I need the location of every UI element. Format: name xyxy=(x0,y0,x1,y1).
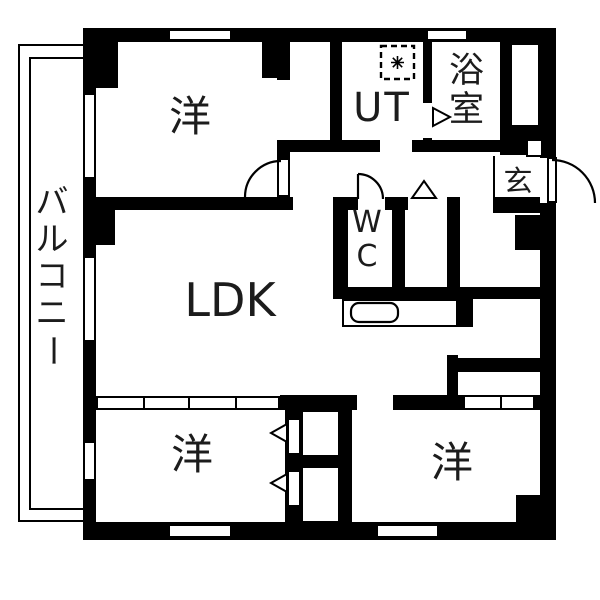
room-label-bathroom: 浴室 xyxy=(448,51,484,131)
door-leaf xyxy=(277,158,290,197)
wall-segment xyxy=(330,28,342,152)
wall-wc-closet-divider xyxy=(392,208,405,299)
wall-closet-right xyxy=(447,210,460,299)
kitchen-counter xyxy=(342,299,458,327)
door-swing-arc-entrance xyxy=(551,158,597,204)
closet-door-panel xyxy=(287,418,301,455)
closet-cell xyxy=(303,412,338,455)
window xyxy=(85,95,94,177)
room-label-western-bottom-right: 洋 xyxy=(430,438,473,487)
wall-right xyxy=(540,28,556,540)
sliding-panel xyxy=(237,398,278,408)
wall-hall-top-left xyxy=(277,140,380,152)
door-swing-arc-wc xyxy=(356,172,385,200)
balcony-label: バルコニー xyxy=(33,182,73,367)
room-label-western-top: 洋 xyxy=(168,92,211,141)
closet-door-panel xyxy=(287,470,301,507)
sliding-panel xyxy=(465,397,500,408)
sliding-panel xyxy=(145,398,188,408)
wall-hall-top-right xyxy=(412,140,543,152)
window xyxy=(378,526,437,536)
window xyxy=(428,31,466,39)
wall-segment xyxy=(447,197,460,210)
washing-machine-icon xyxy=(379,44,416,81)
window xyxy=(170,526,230,536)
window xyxy=(170,31,230,39)
wall-corner-tl xyxy=(83,28,118,88)
entrance-step xyxy=(526,139,543,157)
window xyxy=(85,443,94,479)
wall-hall-bottom xyxy=(83,197,293,210)
pipe-space xyxy=(512,45,538,125)
wall-segment xyxy=(423,28,432,103)
window xyxy=(85,258,94,340)
sliding-panel xyxy=(502,397,533,408)
wall-corner-br xyxy=(516,495,540,540)
wall-segment xyxy=(280,395,357,410)
entrance-door-leaf xyxy=(547,157,557,203)
wall-closet3-top xyxy=(447,358,540,372)
wall-closet3-left xyxy=(447,355,458,410)
wall-top xyxy=(83,28,556,42)
wall-segment xyxy=(333,197,358,210)
closet-cell xyxy=(303,468,338,521)
door-swing-arc-western1 xyxy=(243,159,282,198)
room-label-western-bottom-left: 洋 xyxy=(170,430,213,479)
room-label-entrance: 玄 xyxy=(503,164,533,198)
sliding-panel xyxy=(190,398,235,408)
closet-door-marker xyxy=(410,179,438,199)
wall-mid-horizontal xyxy=(333,287,543,299)
room-label-utility: UT xyxy=(353,85,411,131)
sliding-panel xyxy=(98,398,143,408)
wall-wc-left xyxy=(333,210,348,299)
wall-kitchen-stub xyxy=(458,299,473,327)
wall-segment xyxy=(385,197,408,210)
wall-corridor-block xyxy=(515,215,543,250)
wall-genkan-bottom xyxy=(493,197,543,213)
room-label-ldk: LDK xyxy=(184,273,276,327)
wall-segment xyxy=(277,28,290,80)
